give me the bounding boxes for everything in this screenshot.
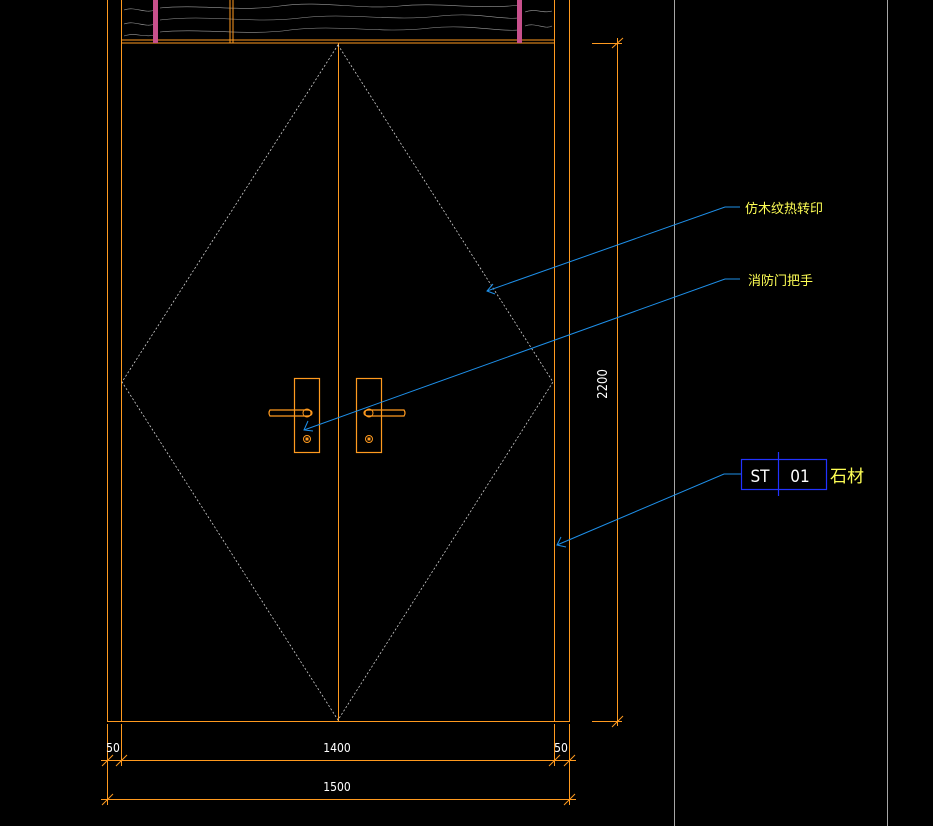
leader-material-tag (556, 473, 741, 548)
upper-dim-tick-2 (115, 754, 128, 767)
leader-line (486, 206, 740, 292)
door-lever-handle-icon (363, 409, 406, 417)
leader-line (303, 278, 740, 431)
wood-grain-hatch (123, 3, 553, 37)
material-tag: ST 01 (740, 452, 828, 496)
height-dimension-label: 2200 (596, 369, 611, 399)
width-dimension-overall (101, 766, 576, 806)
overall-dim-tick-left (101, 793, 114, 806)
material-tag-code: ST (750, 467, 770, 487)
left-frame-dimension-label: 50 (106, 741, 120, 755)
door-lever-handle-icon (268, 409, 313, 417)
wood-grain-finish-label: 仿木纹热转印 (745, 202, 823, 217)
right-key-slot (367, 437, 371, 441)
mullion-right (517, 0, 522, 43)
keyhole-lock-icon (365, 435, 373, 443)
upper-dim-tick-4 (563, 754, 576, 767)
height-dim-tick-top (611, 37, 624, 49)
transom-panel (121, 0, 555, 44)
leader-arrow-icon (303, 420, 314, 432)
upper-dim-tick-3 (548, 754, 561, 767)
material-label: 石材 (830, 467, 864, 487)
left-handle-rose (302, 408, 312, 418)
leader-arrow-icon (486, 283, 496, 295)
mullion-left (153, 0, 158, 43)
overall-dim-tick-right (563, 793, 576, 806)
material-tag-number: 01 (790, 467, 809, 487)
right-door-handle (355, 377, 406, 454)
door-width-dimension-label: 1400 (323, 741, 351, 755)
keyhole-lock-icon (303, 435, 311, 443)
leader-fire-door-handle (303, 278, 740, 432)
right-handle-rose (364, 408, 374, 418)
diamond-pattern (121, 44, 554, 721)
material-tag-box (740, 458, 828, 491)
left-key-slot (305, 437, 309, 441)
leader-arrow-icon (556, 536, 567, 548)
door-frame (107, 0, 570, 722)
guide-lines (674, 0, 888, 826)
leader-wood-grain (486, 206, 740, 295)
right-frame-dimension-label: 50 (554, 741, 568, 755)
overall-width-dimension-label: 1500 (323, 780, 351, 794)
left-door-handle (268, 377, 321, 454)
height-dimension (592, 37, 624, 728)
height-dim-tick-bottom (611, 715, 624, 728)
fire-door-handle-label: 消防门把手 (748, 273, 813, 289)
leader-line (556, 473, 741, 546)
upper-dim-tick-1 (101, 754, 114, 767)
width-dimension-upper (101, 724, 576, 767)
